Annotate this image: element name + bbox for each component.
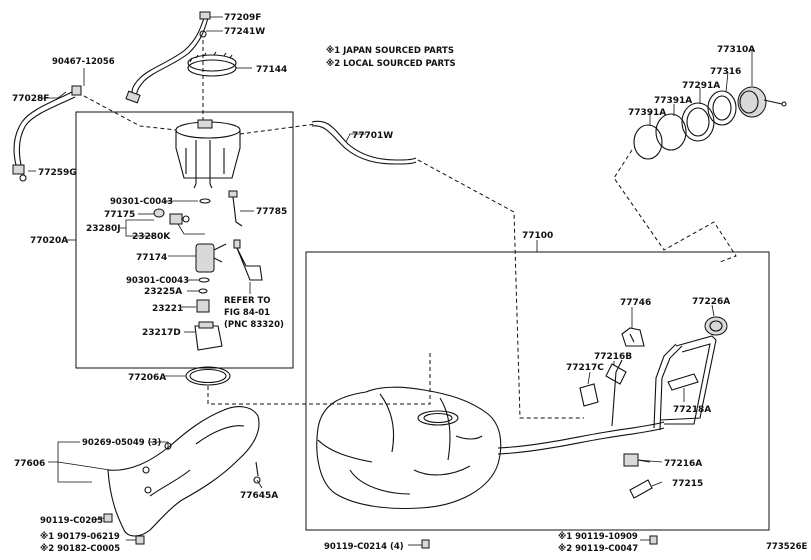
label-77259G: 77259G (38, 168, 77, 178)
filter-77175 (153, 208, 165, 218)
pump-77174 (195, 243, 227, 273)
clip-77215 (629, 479, 653, 499)
clamp-77746 (621, 327, 645, 347)
label-23225A: 23225A (144, 287, 182, 297)
hose-77028F (12, 85, 82, 182)
label-77216B: 77216B (594, 352, 632, 362)
fuel-tank-77100 (316, 386, 665, 510)
refer-line-3: (PNC 83320) (224, 320, 284, 330)
label-77100: 77100 (522, 231, 553, 241)
label-23280K: 23280K (132, 232, 171, 242)
float-arm (233, 239, 263, 281)
label-77206A: 77206A (128, 373, 166, 383)
note-japan-sourced: ※1 JAPAN SOURCED PARTS (326, 45, 454, 56)
sender-gauge-77785 (228, 190, 243, 227)
label-90301-C0043-b: 90301-C0043 (126, 276, 189, 286)
label-77209F: 77209F (224, 13, 261, 23)
label-23217D: 23217D (142, 328, 181, 338)
gasket-77291A (681, 102, 715, 142)
filler-tubes (611, 335, 717, 431)
bolt-90179 (135, 535, 145, 545)
clip-77645A (253, 461, 261, 484)
figure-id: 773526E (766, 542, 807, 552)
label-23280J: 23280J (86, 224, 121, 234)
bolt-90119-C0205 (103, 513, 113, 523)
gasket-77241W (199, 30, 207, 38)
seal-90301a (199, 198, 211, 204)
refer-line-2: FIG 84-01 (224, 308, 270, 318)
label-77020A: 77020A (30, 236, 68, 246)
label-77606: 77606 (14, 459, 45, 469)
label-77391A-b: 77391A (628, 108, 666, 118)
filler-cap-77310A (737, 86, 787, 118)
label-77216A: 77216A (664, 459, 702, 469)
label-90182-C0005: ※2 90182-C0005 (40, 543, 120, 554)
gasket-77206A (185, 366, 231, 386)
refer-line-1: REFER TO (224, 296, 271, 306)
label-77218A: 77218A (673, 405, 711, 415)
pump-23221 (196, 299, 210, 313)
label-77701W: 77701W (352, 131, 393, 141)
label-77391A-a: 77391A (654, 96, 692, 106)
bolt-90119-C0214 (421, 539, 430, 549)
label-90119-10909: ※1 90119-10909 (558, 531, 638, 542)
label-77175: 77175 (104, 210, 135, 220)
label-77144: 77144 (256, 65, 287, 75)
label-77215: 77215 (672, 479, 703, 489)
seal-77391A-b (633, 124, 663, 160)
label-77310A: 77310A (717, 45, 755, 55)
filler-neck-77226A (704, 316, 728, 336)
vent-tube-77209F (125, 11, 211, 104)
label-90301-C0043-a: 90301-C0043 (110, 197, 173, 207)
seal-77391A-a (655, 113, 687, 151)
label-77645A: 77645A (240, 491, 278, 501)
filter-23217D (194, 321, 223, 351)
label-90269-05049: 90269-05049 (3) (82, 438, 161, 448)
hose-77701W (311, 120, 417, 165)
label-90179-06219: ※1 90179-06219 (40, 531, 120, 542)
label-77316: 77316 (710, 67, 741, 77)
clamp-77217C (579, 383, 599, 407)
note-local-sourced: ※2 LOCAL SOURCED PARTS (326, 58, 456, 69)
bracket-77218A (667, 373, 699, 391)
label-90467-12056: 90467-12056 (52, 57, 115, 67)
fuel-pump-assembly (175, 119, 241, 189)
protector-77606 (107, 406, 260, 537)
hose-77216B (605, 363, 627, 385)
regulator-23280K (169, 213, 190, 225)
label-77291A: 77291A (682, 81, 720, 91)
label-77746: 77746 (620, 298, 651, 308)
leader-lines (28, 16, 753, 546)
bolt-90119-10909 (649, 535, 658, 545)
spacer-23225A (198, 288, 208, 294)
label-23221: 23221 (152, 304, 183, 314)
ring-77316 (707, 90, 737, 126)
label-90119-C0214: 90119-C0214 (4) (324, 542, 404, 552)
label-77785: 77785 (256, 207, 287, 217)
label-90119-C0205: 90119-C0205 (40, 516, 103, 526)
label-77226A: 77226A (692, 297, 730, 307)
label-77028F: 77028F (12, 94, 49, 104)
label-90119-C0047: ※2 90119-C0047 (558, 543, 638, 554)
label-77174: 77174 (136, 253, 167, 263)
fuel-tank-frame (305, 251, 770, 531)
label-77217C: 77217C (566, 363, 604, 373)
hose-77216A (623, 453, 651, 467)
hose-dashed-link (83, 95, 177, 131)
lock-ring-77144 (187, 51, 237, 77)
seal-90301b (198, 277, 210, 283)
label-77241W: 77241W (224, 27, 265, 37)
